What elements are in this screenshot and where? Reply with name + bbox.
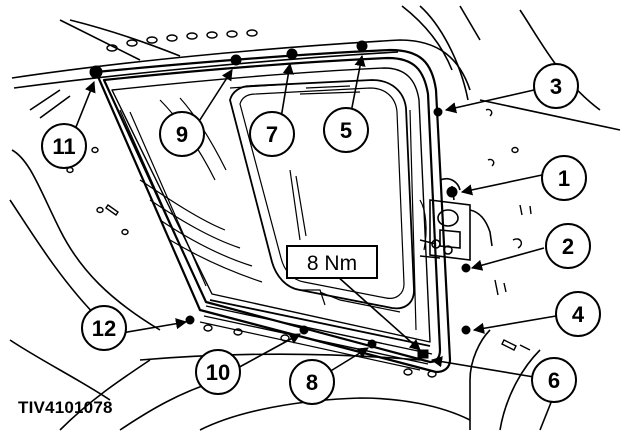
callout-2: 2 — [545, 223, 591, 269]
callout-7: 7 — [249, 111, 295, 157]
callout-4-label: 4 — [572, 302, 585, 327]
callout-3-label: 3 — [550, 74, 562, 99]
callout-8-label: 8 — [306, 370, 318, 395]
callout-9: 9 — [159, 111, 205, 157]
callout-12-label: 12 — [92, 316, 116, 341]
callout-10: 10 — [195, 349, 241, 395]
callout-11: 11 — [41, 123, 87, 169]
callout-9-label: 9 — [176, 122, 188, 147]
torque-spec-box: 8 Nm — [286, 245, 378, 279]
frame-shading — [119, 83, 433, 371]
figure-id: TIV4101078 — [18, 398, 113, 417]
callout-8: 8 — [289, 359, 335, 405]
callout-6-label: 6 — [548, 368, 560, 393]
callout-2-label: 2 — [562, 234, 574, 259]
callout-7-label: 7 — [266, 122, 278, 147]
callout-3: 3 — [533, 63, 579, 109]
leader-lines — [69, 54, 557, 381]
torque-spec-label: 8 Nm — [307, 252, 357, 275]
callout-6: 6 — [531, 357, 577, 403]
motor-assembly — [419, 177, 493, 261]
callout-1: 1 — [541, 155, 587, 201]
roof-panel — [9, 5, 621, 431]
callout-10-label: 10 — [206, 360, 230, 385]
callout-5: 5 — [323, 107, 369, 153]
callout-5-label: 5 — [340, 118, 352, 143]
callout-12: 12 — [81, 305, 127, 351]
callout-11-label: 11 — [52, 134, 75, 159]
callout-1-label: 1 — [558, 166, 570, 191]
callout-4: 4 — [555, 291, 601, 337]
